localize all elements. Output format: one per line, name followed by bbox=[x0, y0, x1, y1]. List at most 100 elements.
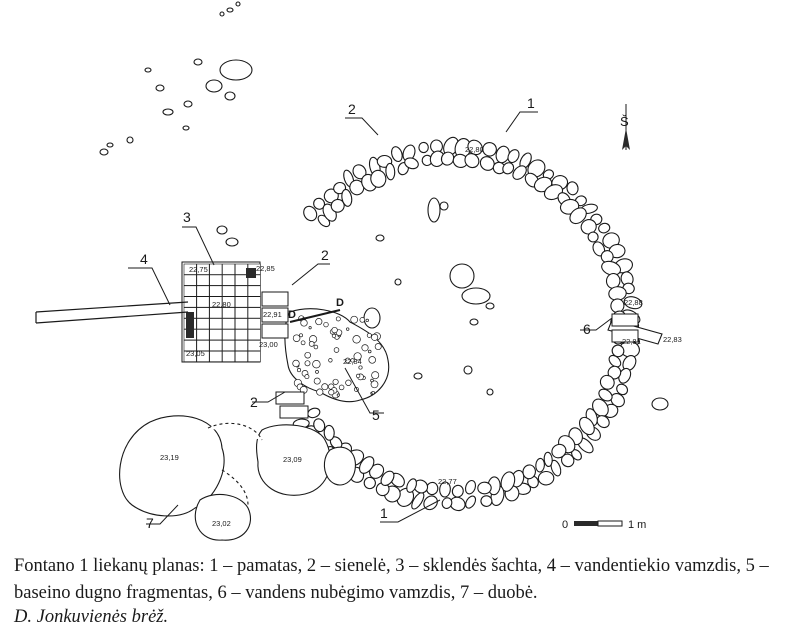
shaft-dark-block bbox=[246, 268, 256, 278]
callout-6: 6 bbox=[583, 321, 591, 337]
foundation-stone bbox=[623, 296, 643, 310]
shaft-brick bbox=[247, 285, 261, 297]
basin-pebble bbox=[346, 327, 350, 331]
basin-pebble bbox=[371, 371, 380, 380]
shaft-brick bbox=[209, 274, 223, 286]
basin-pebble bbox=[304, 360, 311, 367]
shaft-brick bbox=[247, 339, 261, 352]
foundation-stone bbox=[404, 157, 419, 170]
north-label: Š bbox=[620, 114, 629, 129]
shaft-brick bbox=[183, 339, 197, 352]
scattered-stone bbox=[486, 388, 494, 396]
basin-pebble bbox=[308, 341, 315, 347]
scattered-stone bbox=[144, 67, 152, 73]
scattered-stone bbox=[651, 397, 669, 411]
foundation-stone bbox=[307, 407, 321, 419]
elevation-mark: 22,75 bbox=[189, 265, 208, 274]
basin-pebble bbox=[315, 370, 319, 374]
basin-pebble bbox=[345, 379, 352, 386]
foundation-stone bbox=[464, 479, 477, 495]
shaft-brick bbox=[234, 329, 248, 341]
foundation-stone bbox=[467, 139, 483, 156]
callout-leaders bbox=[128, 111, 613, 525]
shaft-brick bbox=[222, 329, 236, 341]
basin-pebble bbox=[361, 344, 369, 352]
scattered-stone bbox=[155, 84, 165, 92]
sluice-shaft bbox=[181, 261, 261, 363]
basin-pebble bbox=[308, 326, 312, 330]
shaft-brick bbox=[196, 318, 210, 330]
basin-pebble bbox=[344, 357, 351, 364]
scattered-stone bbox=[162, 108, 174, 116]
scale-bar: 0 1 m bbox=[562, 519, 646, 531]
scattered-stone bbox=[224, 91, 236, 101]
shaft-brick bbox=[222, 339, 236, 352]
shaft-brick bbox=[247, 307, 261, 319]
scattered-stone bbox=[235, 1, 241, 7]
callout-numbers: 1 2 3 4 2 2 5 6 1 7 bbox=[140, 95, 591, 531]
foundation-stone bbox=[500, 471, 516, 492]
basin-pebble bbox=[350, 358, 355, 363]
basin-pebble bbox=[368, 356, 376, 364]
foundation-stone bbox=[359, 456, 375, 474]
basin-bottom-fragment bbox=[284, 308, 390, 403]
scattered-stone bbox=[225, 237, 239, 247]
basin-pebble bbox=[371, 390, 375, 395]
elevation-mark: 22,84 bbox=[343, 357, 362, 366]
foundation-stone bbox=[616, 383, 629, 396]
shaft-brick bbox=[222, 350, 236, 363]
shaft-brick bbox=[196, 296, 210, 308]
callout-4: 4 bbox=[140, 251, 148, 267]
basin-pebble bbox=[355, 373, 361, 379]
basin-pebble bbox=[370, 378, 374, 383]
shaft-brick bbox=[222, 263, 236, 275]
shaft-brick bbox=[247, 329, 261, 341]
basin-pebble bbox=[312, 360, 321, 369]
elevation-mark: 23,19 bbox=[160, 453, 179, 462]
callout-5: 5 bbox=[372, 407, 380, 423]
section-label-left: D bbox=[288, 309, 296, 321]
shaft-brick bbox=[196, 329, 210, 341]
callout-1-top: 1 bbox=[527, 95, 535, 111]
shaft-brick bbox=[234, 307, 248, 319]
foundation-stone bbox=[323, 424, 335, 441]
shaft-brick bbox=[196, 285, 210, 297]
basin-pebble bbox=[292, 359, 300, 368]
foundation-stone bbox=[464, 153, 480, 169]
shaft-brick bbox=[196, 350, 210, 363]
foundation-stone bbox=[512, 165, 527, 180]
shaft-brick bbox=[209, 339, 223, 352]
scattered-stone bbox=[461, 287, 491, 305]
foundation-stone bbox=[550, 459, 562, 477]
basin-pebble bbox=[374, 343, 382, 351]
foundation-stone bbox=[587, 231, 599, 243]
shaft-brick bbox=[247, 296, 261, 308]
shaft-brick bbox=[234, 274, 248, 286]
basin-pebble bbox=[315, 318, 323, 326]
north-arrow: Š bbox=[620, 104, 630, 150]
foundation-stone bbox=[479, 156, 495, 171]
scattered-stone bbox=[182, 125, 190, 131]
shaft-brick bbox=[234, 296, 248, 308]
basin-pebble bbox=[304, 374, 310, 380]
shaft-brick bbox=[234, 350, 248, 363]
shaft-brick bbox=[196, 263, 210, 275]
basin-pebble bbox=[300, 319, 308, 327]
elevation-mark: 22,85 bbox=[256, 264, 275, 273]
figure-caption: Fontano 1 liekanų planas: 1 – pamatas, 2… bbox=[14, 556, 769, 603]
basin-pebble bbox=[300, 340, 306, 346]
callout-3: 3 bbox=[183, 209, 191, 225]
basin-pebble bbox=[331, 333, 337, 339]
shaft-brick bbox=[234, 339, 248, 352]
scattered-stones bbox=[99, 1, 669, 411]
scattered-stone bbox=[469, 318, 479, 326]
basin-pebble bbox=[328, 389, 335, 396]
foundation-stone bbox=[482, 142, 497, 157]
shaft-brick bbox=[196, 274, 210, 286]
wall-segments bbox=[261, 291, 639, 419]
callout-2-top: 2 bbox=[348, 101, 356, 117]
foundation-stone bbox=[451, 484, 464, 498]
foundation-stone bbox=[596, 415, 610, 429]
shaft-brick bbox=[209, 263, 223, 275]
foundation-stone bbox=[566, 181, 579, 196]
